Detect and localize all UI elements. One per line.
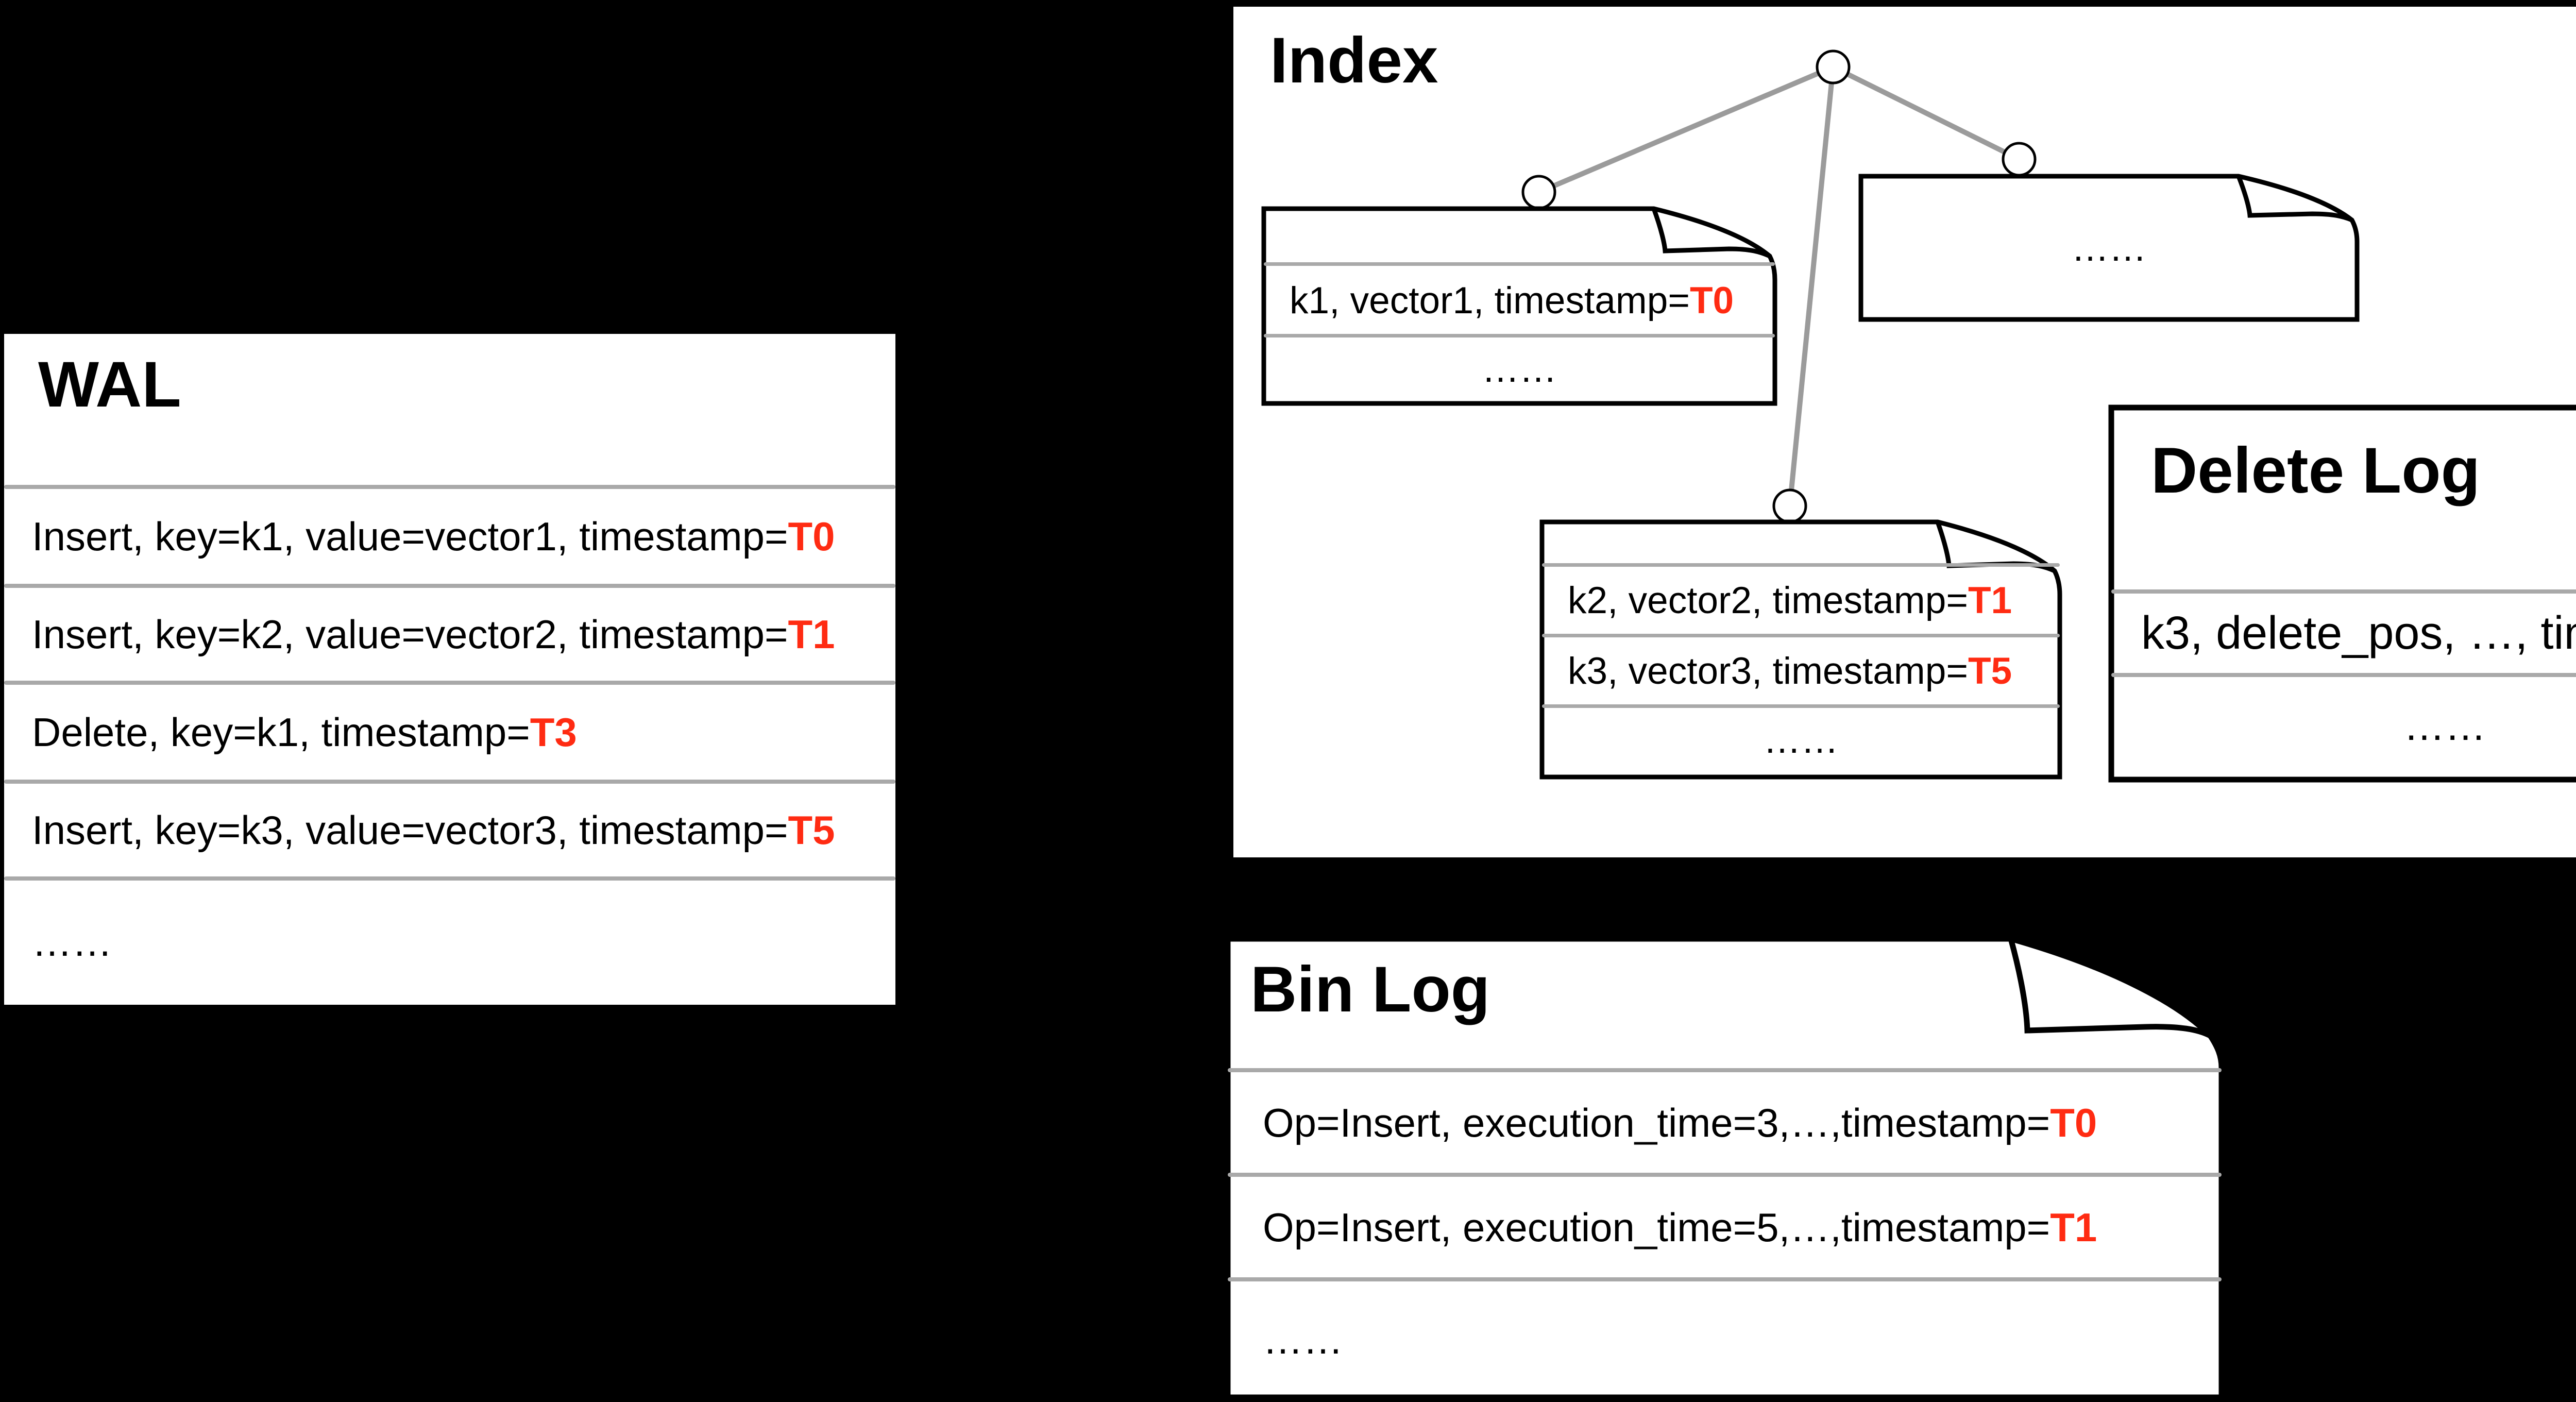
timestamp-value: T0 bbox=[788, 514, 835, 559]
segment-file-other: …… bbox=[1858, 174, 2360, 322]
file-body bbox=[2108, 404, 2576, 783]
tree-node-left bbox=[1521, 175, 1556, 210]
bin-log-row-ellipsis: …… bbox=[1228, 1281, 2222, 1397]
wal-row-text: Insert, key=k1, value=vector1, timestamp… bbox=[32, 514, 788, 559]
file-outline bbox=[1858, 174, 2360, 322]
row-separator bbox=[4, 780, 895, 784]
segment-file-k1: k1, vector1, timestamp=T0 …… bbox=[1261, 206, 1777, 406]
row-separator bbox=[1542, 634, 2060, 637]
file-row-ellipsis: …… bbox=[1264, 337, 1775, 401]
segment-file-k2-k3: k2, vector2, timestamp=T1 k3, vector3, t… bbox=[1539, 519, 2062, 780]
row-separator bbox=[1542, 563, 2060, 567]
row-separator bbox=[2111, 673, 2576, 677]
tree-edge bbox=[1538, 64, 1834, 195]
bin-log-row: Op=Insert, execution_time=3,…,timestamp=… bbox=[1228, 1072, 2222, 1173]
file-outline bbox=[2108, 404, 2576, 783]
index-title: Index bbox=[1270, 25, 1438, 96]
ellipsis-text: …… bbox=[2071, 227, 2147, 269]
file-row-text: k3, vector3, timestamp= bbox=[1568, 650, 1968, 692]
tree-node-right bbox=[2002, 142, 2037, 177]
row-separator bbox=[2111, 589, 2576, 594]
wal-table: WAL Insert, key=k1, value=vector1, times… bbox=[4, 334, 895, 1005]
timestamp-value: T1 bbox=[788, 612, 835, 657]
timestamp-value: T5 bbox=[788, 807, 835, 853]
bin-log-row-text: Op=Insert, execution_time=3,…,timestamp= bbox=[1263, 1100, 2050, 1145]
file-row-ellipsis: …… bbox=[2111, 677, 2576, 775]
bin-log-title: Bin Log bbox=[1250, 954, 1490, 1025]
row-separator bbox=[1264, 334, 1775, 337]
index-panel: Index k1, vector1, timestamp=T0 bbox=[1233, 7, 2576, 857]
file-row: k3, delete_pos, …, timestamp=T3 bbox=[2111, 594, 2576, 673]
file-outline bbox=[1225, 936, 2225, 1400]
file-body bbox=[1261, 206, 1777, 406]
wal-row: Delete, key=k1, timestamp=T3 bbox=[4, 683, 895, 782]
delete-log-title: Delete Log bbox=[2151, 435, 2480, 506]
timestamp-value: T5 bbox=[1968, 650, 2012, 692]
bin-log-row: Op=Insert, execution_time=5,…,timestamp=… bbox=[1228, 1177, 2222, 1277]
timestamp-value: T1 bbox=[1968, 579, 2012, 621]
tree-edge bbox=[1787, 66, 1836, 506]
row-separator bbox=[1228, 1277, 2222, 1281]
tree-node-root bbox=[1816, 49, 1851, 85]
file-outline bbox=[1261, 206, 1777, 406]
file-body bbox=[1225, 936, 2225, 1400]
ellipsis-text: …… bbox=[1482, 348, 1557, 390]
ellipsis-text: …… bbox=[32, 919, 112, 965]
wal-row-text: Delete, key=k1, timestamp= bbox=[32, 710, 530, 755]
file-row-ellipsis: …… bbox=[1542, 708, 2060, 772]
wal-row: Insert, key=k1, value=vector1, timestamp… bbox=[4, 487, 895, 586]
timestamp-value: T3 bbox=[530, 710, 577, 755]
bin-log-file: Bin Log Op=Insert, execution_time=3,…,ti… bbox=[1225, 936, 2225, 1400]
row-separator bbox=[1542, 704, 2060, 708]
file-body bbox=[1858, 174, 2360, 322]
wal-row-ellipsis: …… bbox=[4, 879, 895, 1005]
file-row-text: k1, vector1, timestamp= bbox=[1290, 280, 1690, 322]
row-separator bbox=[1264, 262, 1775, 266]
folded-corner bbox=[2008, 938, 2212, 1038]
ellipsis-text: …… bbox=[2403, 703, 2486, 749]
folded-corner bbox=[2236, 175, 2353, 223]
row-separator bbox=[4, 876, 895, 881]
tree-edge bbox=[1832, 64, 2021, 162]
timestamp-value: T0 bbox=[2050, 1100, 2097, 1145]
file-row-text: k2, vector2, timestamp= bbox=[1568, 579, 1968, 621]
file-row: k3, vector3, timestamp=T5 bbox=[1542, 637, 2060, 704]
wal-title: WAL bbox=[38, 349, 181, 420]
row-separator bbox=[4, 485, 895, 489]
row-separator bbox=[4, 584, 895, 588]
file-row-text: k3, delete_pos, …, timestamp= bbox=[2141, 607, 2576, 659]
timestamp-value: T0 bbox=[1689, 280, 1734, 322]
folded-corner bbox=[1651, 208, 1771, 259]
file-row: k1, vector1, timestamp=T0 bbox=[1264, 266, 1775, 335]
ellipsis-text: …… bbox=[1263, 1316, 1343, 1362]
wal-row-text: Insert, key=k3, value=vector3, timestamp… bbox=[32, 807, 788, 853]
wal-row: Insert, key=k2, value=vector2, timestamp… bbox=[4, 586, 895, 683]
ellipsis-text: …… bbox=[1763, 719, 1839, 761]
row-separator bbox=[4, 681, 895, 685]
wal-row: Insert, key=k3, value=vector3, timestamp… bbox=[4, 782, 895, 879]
tree-node-middle bbox=[1772, 488, 1807, 523]
wal-row-text: Insert, key=k2, value=vector2, timestamp… bbox=[32, 612, 788, 657]
delete-log-file: Delete Log k3, delete_pos, …, timestamp=… bbox=[2108, 404, 2576, 783]
row-separator bbox=[1228, 1173, 2222, 1177]
file-row: k2, vector2, timestamp=T1 bbox=[1542, 567, 2060, 634]
timestamp-value: T1 bbox=[2050, 1204, 2097, 1250]
row-separator bbox=[1228, 1068, 2222, 1072]
file-row-ellipsis: …… bbox=[1861, 176, 2357, 319]
bin-log-row-text: Op=Insert, execution_time=5,…,timestamp= bbox=[1263, 1204, 2050, 1250]
